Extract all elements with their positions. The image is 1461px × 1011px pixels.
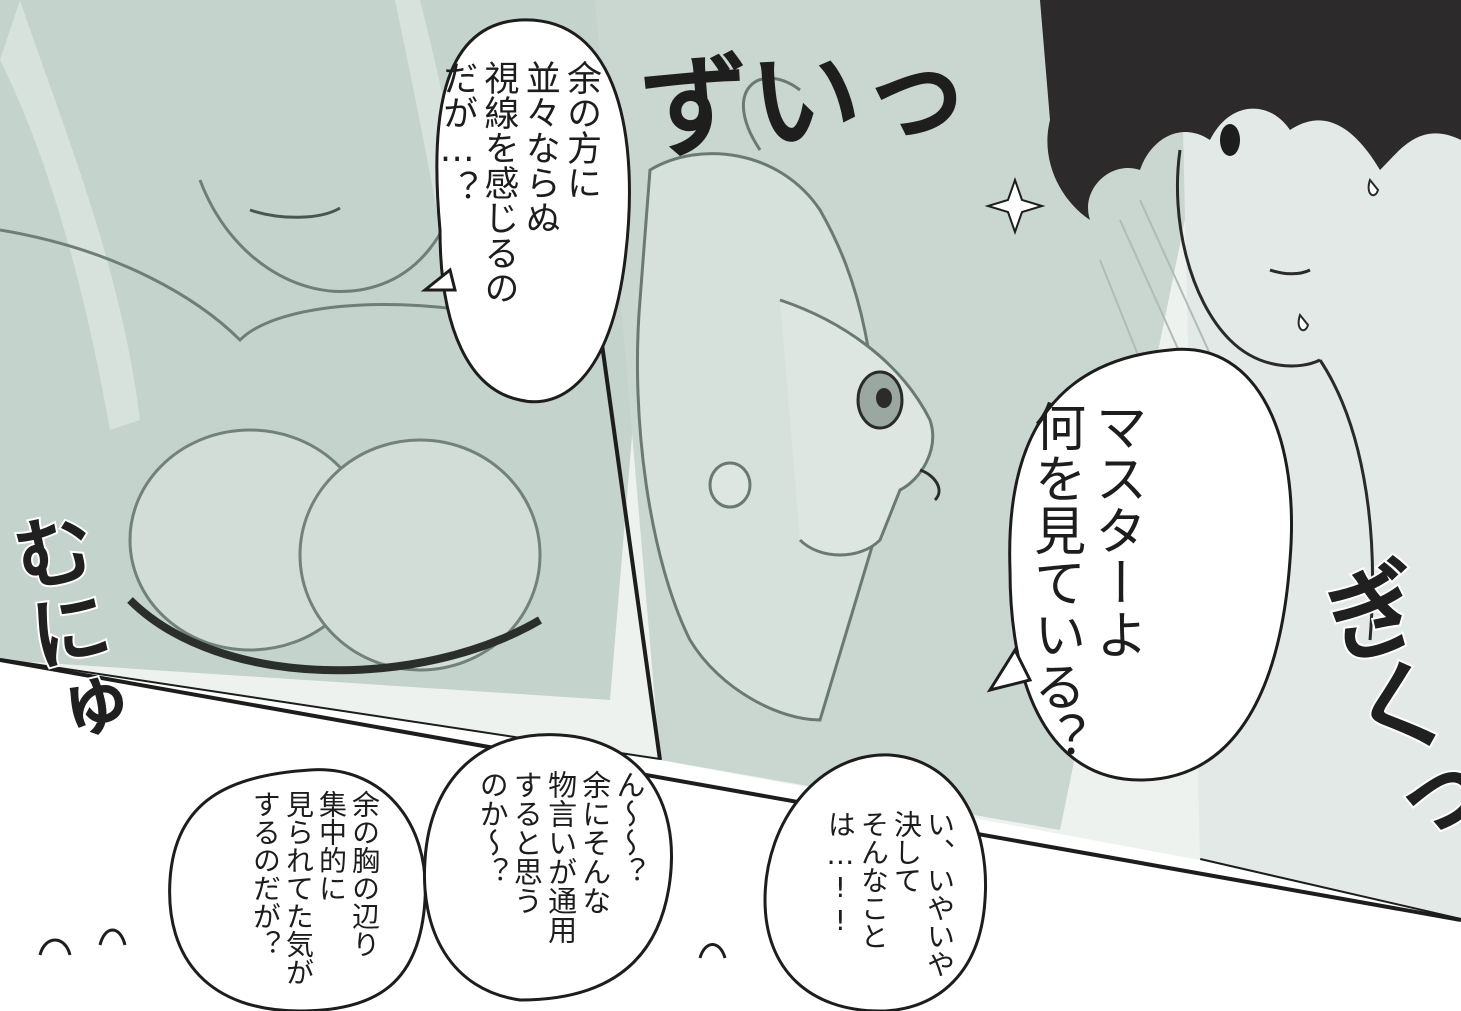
bubble-bottom-left-text: 余の胸の辺り 集中的に 見られてた気が するのだが？ — [248, 790, 381, 986]
bubble-top-center-text: 余の方に 並々ならぬ 視線を感じるの だが…？ — [437, 60, 601, 305]
bubble-right-middle-text: マスターよ 何を見ている？ — [1024, 400, 1146, 764]
sfx-top: ずいっ — [636, 24, 975, 176]
bubble-bottom-middle-text: ん〜〜？ 余にそんな 物言いが通用 すると思う のか〜？ — [475, 770, 646, 944]
speech-bubbles — [168, 18, 1293, 1011]
bubble-bottom-right-text: い、いやいや 決して そんなこと は…!! — [823, 810, 956, 978]
